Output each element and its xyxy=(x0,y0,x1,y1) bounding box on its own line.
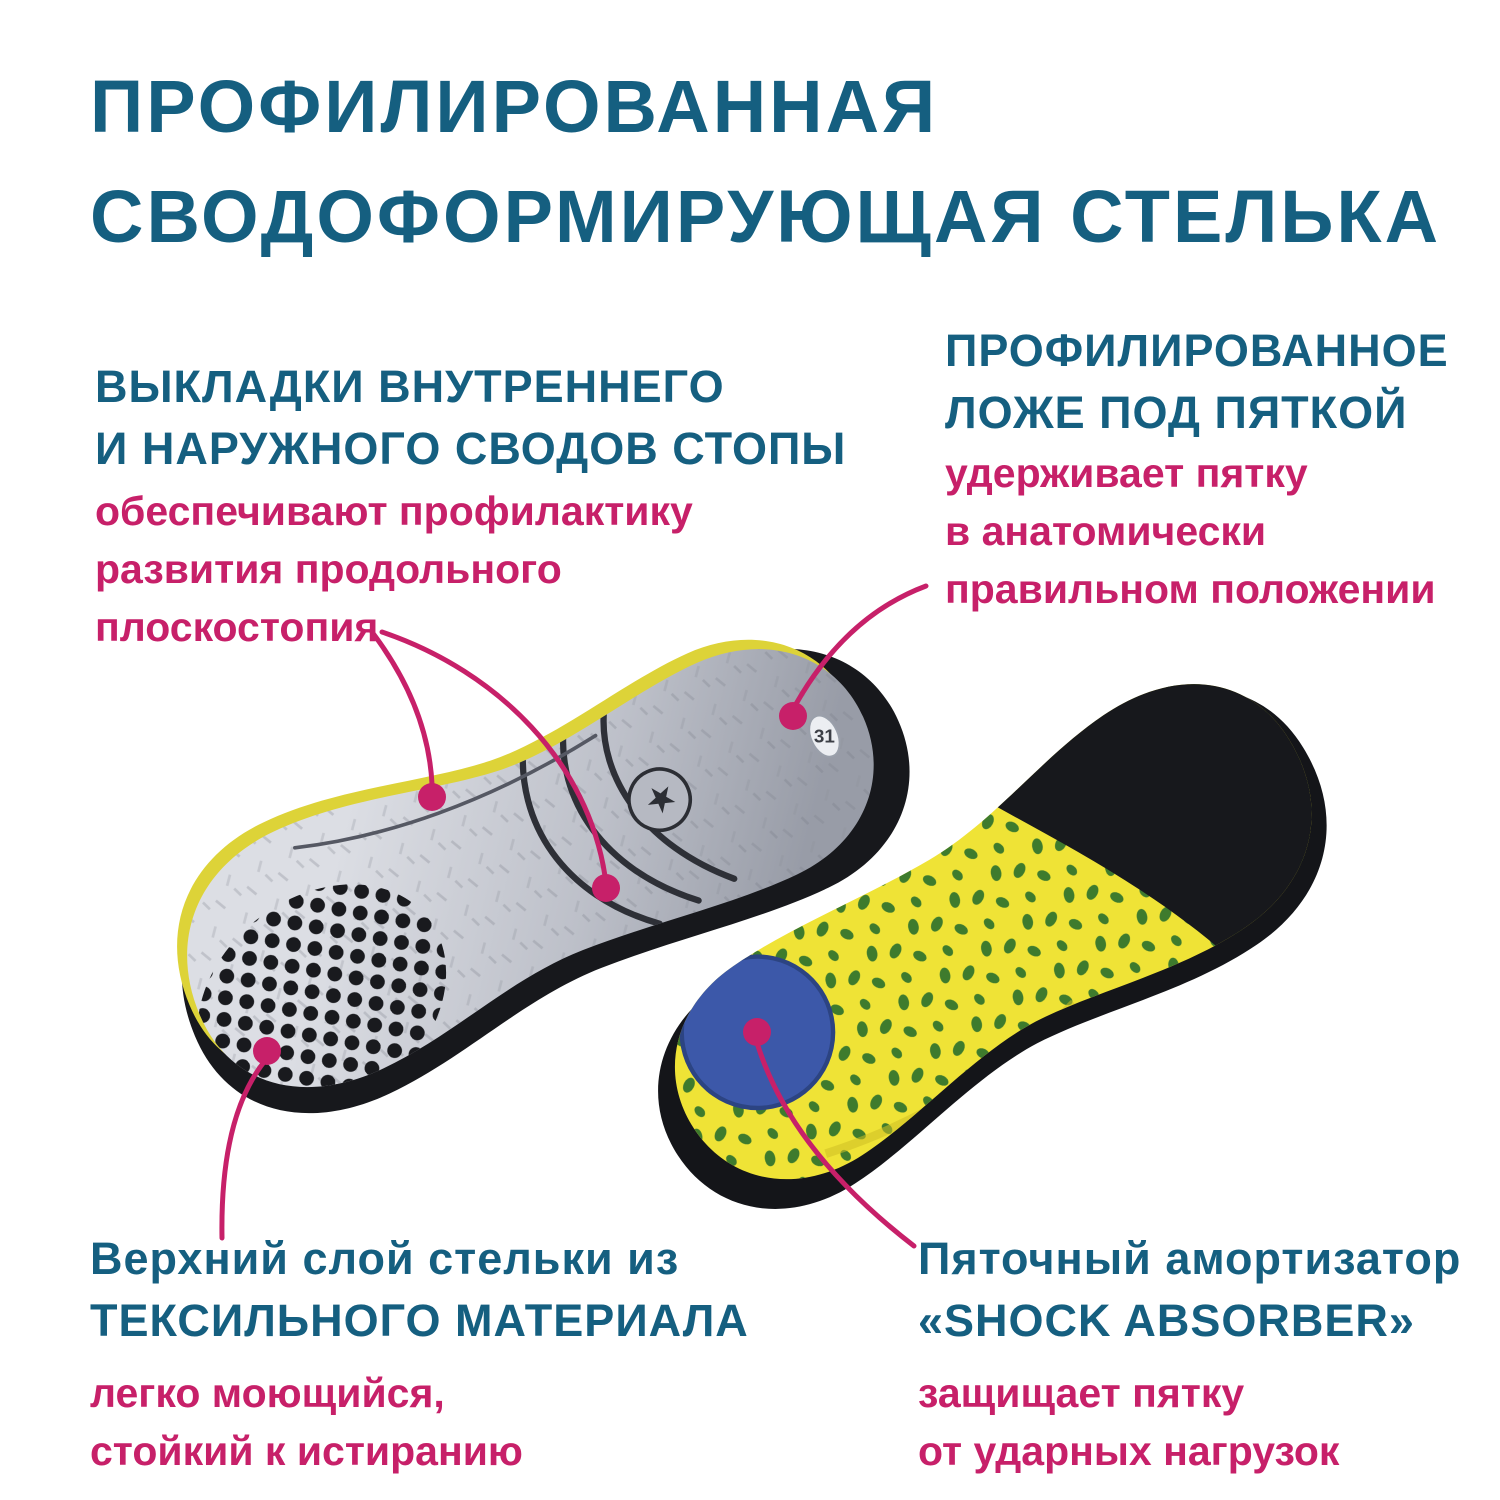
text-line: в анатомически xyxy=(945,508,1267,555)
shock-absorber-heading: Пяточный амортизатор «SHOCK ABSORBER» xyxy=(918,1228,1461,1352)
text-line: ВЫКЛАДКИ ВНУТРЕННЕГО xyxy=(95,361,725,412)
brand-stamp-icon xyxy=(627,767,693,833)
callout-dot xyxy=(592,874,620,902)
title-line: СВОДОФОРМИРУЮЩАЯ СТЕЛЬКА xyxy=(90,174,1442,258)
textile-layer-description: легко моющийся, стойкий к истиранию xyxy=(90,1364,523,1480)
text-line: Пяточный амортизатор xyxy=(918,1233,1462,1284)
text-line: ТЕКСИЛЬНОГО МАТЕРИАЛА xyxy=(90,1295,749,1347)
callout-line xyxy=(793,583,929,707)
text-line: легко моющийся, xyxy=(90,1370,445,1416)
text-line: удерживает пятку xyxy=(945,450,1308,496)
text-line: от ударных нагрузок xyxy=(918,1428,1340,1475)
heel-bed-heading: ПРОФИЛИРОВАННОЕ ЛОЖЕ ПОД ПЯТКОЙ xyxy=(945,320,1449,444)
text-line: И НАРУЖНОГО СВОДОВ СТОПЫ xyxy=(95,423,847,475)
page-title: ПРОФИЛИРОВАННАЯ СВОДОФОРМИРУЮЩАЯ СТЕЛЬКА xyxy=(90,52,1441,271)
text-line: защищает пятку xyxy=(918,1370,1245,1416)
arch-contour-line xyxy=(519,738,663,927)
callout-connectors xyxy=(219,583,929,1249)
callout-dot xyxy=(779,702,807,730)
callout-dots xyxy=(253,702,807,1065)
size-marking-label: 31 xyxy=(814,727,835,748)
callout-line xyxy=(755,1043,917,1249)
size-marking-oval xyxy=(808,714,841,758)
callout-line xyxy=(219,1059,267,1241)
callout-line xyxy=(369,629,435,787)
callout-dot xyxy=(253,1037,281,1065)
side-seam-line xyxy=(293,733,598,850)
text-line: ПРОФИЛИРОВАННОЕ xyxy=(945,325,1449,376)
arch-pads-heading: ВЫКЛАДКИ ВНУТРЕННЕГО И НАРУЖНОГО СВОДОВ … xyxy=(95,356,846,480)
text-line: правильном положении xyxy=(945,566,1436,613)
callout-line xyxy=(379,629,608,879)
text-line: плоскостопия xyxy=(95,604,379,651)
text-line: ЛОЖЕ ПОД ПЯТКОЙ xyxy=(945,387,1408,439)
heel-bed-description: удерживает пятку в анатомически правильн… xyxy=(945,444,1436,619)
callout-dot xyxy=(418,783,446,811)
title-line: ПРОФИЛИРОВАННАЯ xyxy=(90,65,939,148)
text-line: Верхний слой стельки из xyxy=(90,1233,680,1284)
text-line: развития продольного xyxy=(95,546,562,593)
callout-dot xyxy=(743,1018,771,1046)
arch-pads-description: обеспечивают профилактику развития продо… xyxy=(95,482,693,657)
text-line: стойкий к истиранию xyxy=(90,1428,523,1475)
shock-absorber-description: защищает пятку от ударных нагрузок xyxy=(918,1364,1339,1480)
text-line: «SHOCK ABSORBER» xyxy=(918,1295,1415,1347)
textile-layer-heading: Верхний слой стельки из ТЕКСИЛЬНОГО МАТЕ… xyxy=(90,1228,749,1352)
text-line: обеспечивают профилактику xyxy=(95,488,693,534)
